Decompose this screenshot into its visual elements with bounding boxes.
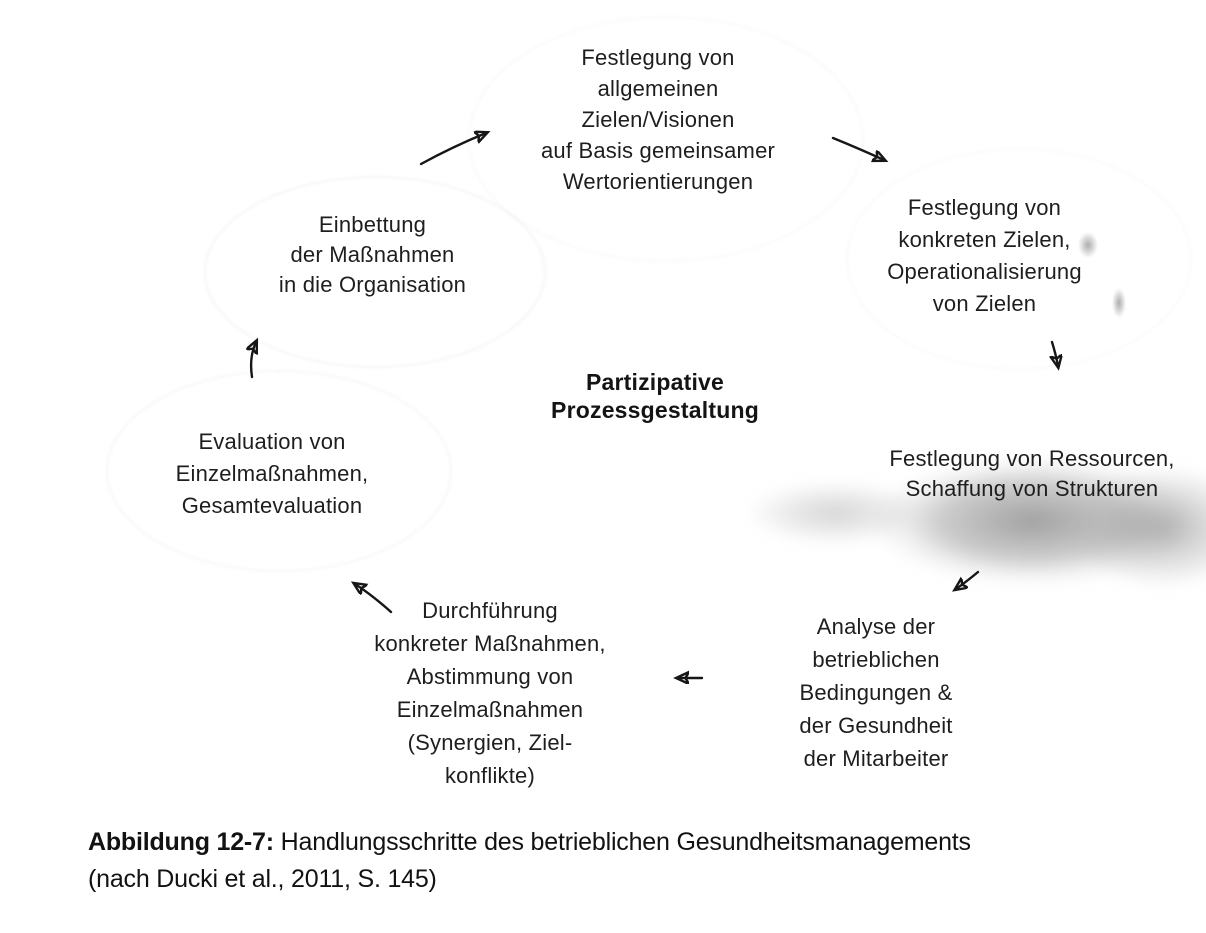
caption-source: (nach Ducki et al., 2011, S. 145) (88, 865, 437, 893)
node-line: Wertorientierungen (562, 169, 754, 194)
node-line: Festlegung von (907, 195, 1062, 220)
node-line: Festlegung von Ressourcen, (889, 446, 1175, 471)
node-line: der Gesundheit (799, 713, 953, 738)
arrow-durchfuehrung-to-evaluation (355, 584, 393, 614)
node-line: Festlegung von (581, 45, 735, 70)
arrow-allgemeine-ziele-to-konkrete-ziele (831, 136, 884, 160)
cloud-outline-evaluation (106, 370, 452, 572)
center-label-line: Partizipative (585, 369, 725, 395)
node-line: Einbettung (318, 212, 427, 237)
figure-caption: Abbildung 12-7: Handlungsschritte des be… (88, 824, 1128, 898)
arrow-einbettung-to-allgemeine-ziele (419, 133, 486, 166)
node-line: von Zielen (932, 291, 1037, 316)
node-evaluation: Evaluation von Einzelmaßnahmen, Gesamtev… (152, 426, 392, 522)
node-line: Einzelmaßnahmen, (175, 461, 369, 486)
scan-noise-speckle (1112, 288, 1126, 318)
node-line: Analyse der (816, 614, 936, 639)
node-line: konflikte) (444, 763, 536, 788)
node-line: Durchführung (422, 598, 558, 623)
cloud-outline-konkrete-ziele (846, 148, 1192, 370)
node-line: Evaluation von (198, 429, 346, 454)
arrow-ressourcen-to-analyse (956, 570, 980, 589)
node-line: der Mitarbeiter (803, 746, 949, 771)
node-analyse: Analyse der betrieblichen Bedingungen & … (756, 610, 996, 775)
caption-title: Handlungsschritte des betrieblichen Gesu… (280, 828, 971, 856)
node-durchfuehrung: Durchführung konkreter Maßnahmen, Abstim… (340, 594, 640, 792)
node-line: Schaffung von Strukturen (905, 476, 1159, 501)
node-line: Zielen/Visionen (581, 107, 735, 132)
node-line: Einzelmaßnahmen (396, 697, 584, 722)
node-line: der Maßnahmen (290, 242, 455, 267)
caption-figure-number: Abbildung 12-7: (88, 828, 274, 856)
node-line: konkreten Zielen, (898, 227, 1071, 252)
center-label: Partizipative Prozessgestaltung (530, 368, 780, 424)
node-line: Bedingungen & (799, 680, 953, 705)
node-line: allgemeinen (597, 76, 719, 101)
node-konkrete-ziele: Festlegung von konkreten Zielen, Operati… (852, 192, 1117, 320)
node-line: Operationalisierung (887, 259, 1082, 284)
node-einbettung: Einbettung der Maßnahmen in die Organisa… (250, 210, 495, 300)
center-label-line: Prozessgestaltung (551, 397, 759, 423)
node-line: betrieblichen (812, 647, 940, 672)
scan-noise-speckle (1078, 232, 1098, 258)
node-line: in die Organisation (278, 272, 467, 297)
node-line: (Synergien, Ziel- (407, 730, 573, 755)
node-line: konkreter Maßnahmen, (374, 631, 606, 656)
node-ressourcen-strukturen: Festlegung von Ressourcen, Schaffung von… (872, 444, 1192, 504)
cloud-outline-einbettung (204, 176, 546, 368)
arrow-konkrete-ziele-to-ressourcen (1052, 340, 1058, 366)
caption-line-1: Abbildung 12-7: Handlungsschritte des be… (88, 824, 1128, 861)
node-line: Abstimmung von (406, 664, 574, 689)
arrow-evaluation-to-einbettung (251, 342, 256, 379)
node-line: auf Basis gemeinsamer (540, 138, 776, 163)
node-allgemeine-ziele: Festlegung von allgemeinen Zielen/Vision… (448, 42, 868, 197)
node-line: Gesamtevaluation (181, 493, 363, 518)
